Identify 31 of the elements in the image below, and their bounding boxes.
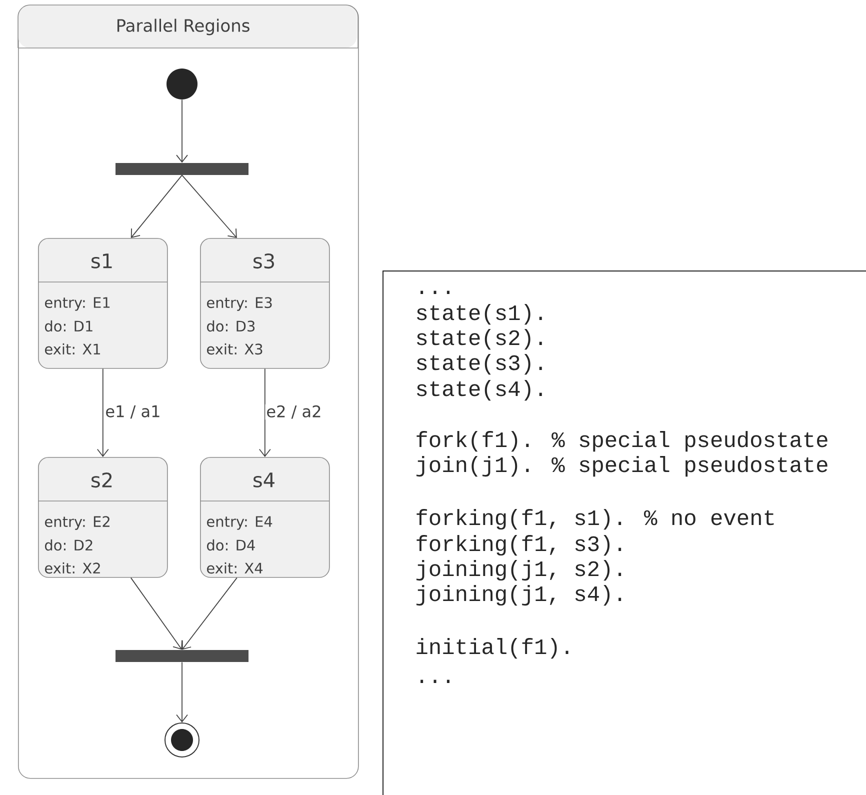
code-line: ... [420,680,450,683]
arrow [130,174,182,238]
arrow [182,577,238,650]
code-line: forking(f1, s3). [416,535,622,556]
state-box: s4 entry: E4 do: D4 exit: X4 [200,457,330,578]
initial-state [166,68,198,100]
code-line: state(s2). [417,329,542,350]
state-box: s3 entry: E3 do: D3 exit: X3 [200,238,330,369]
code-line: joining(j1, s2). [416,560,622,581]
state-box: s1 entry: E1 do: D1 exit: X1 [38,238,168,369]
sync-bar [116,650,248,662]
code-line: state(s1). [417,304,542,325]
arrow [176,99,188,163]
edge-label: e2 / a2 [265,404,323,420]
code-line: joining(j1, s4). [416,585,622,606]
edge-label: e1 / a1 [104,404,162,420]
code-line: state(s4). [417,380,542,401]
state-box: s2 entry: E2 do: D2 exit: X2 [38,457,168,578]
code-line: forking(f1, s1). % no event [416,509,774,530]
code-line: join(j1). % special pseudostate [416,456,828,477]
final-state [164,722,200,758]
arrow [96,368,109,457]
arrow [258,368,271,457]
code-line: fork(f1). % special pseudostate [416,431,828,452]
code-line: state(s3). [417,354,542,375]
arrow [176,662,188,722]
arrow [182,174,237,238]
code-line: initial(f1). [416,638,568,659]
code-line: ... [420,290,450,294]
sync-bar [116,163,248,175]
arrow [130,577,182,650]
